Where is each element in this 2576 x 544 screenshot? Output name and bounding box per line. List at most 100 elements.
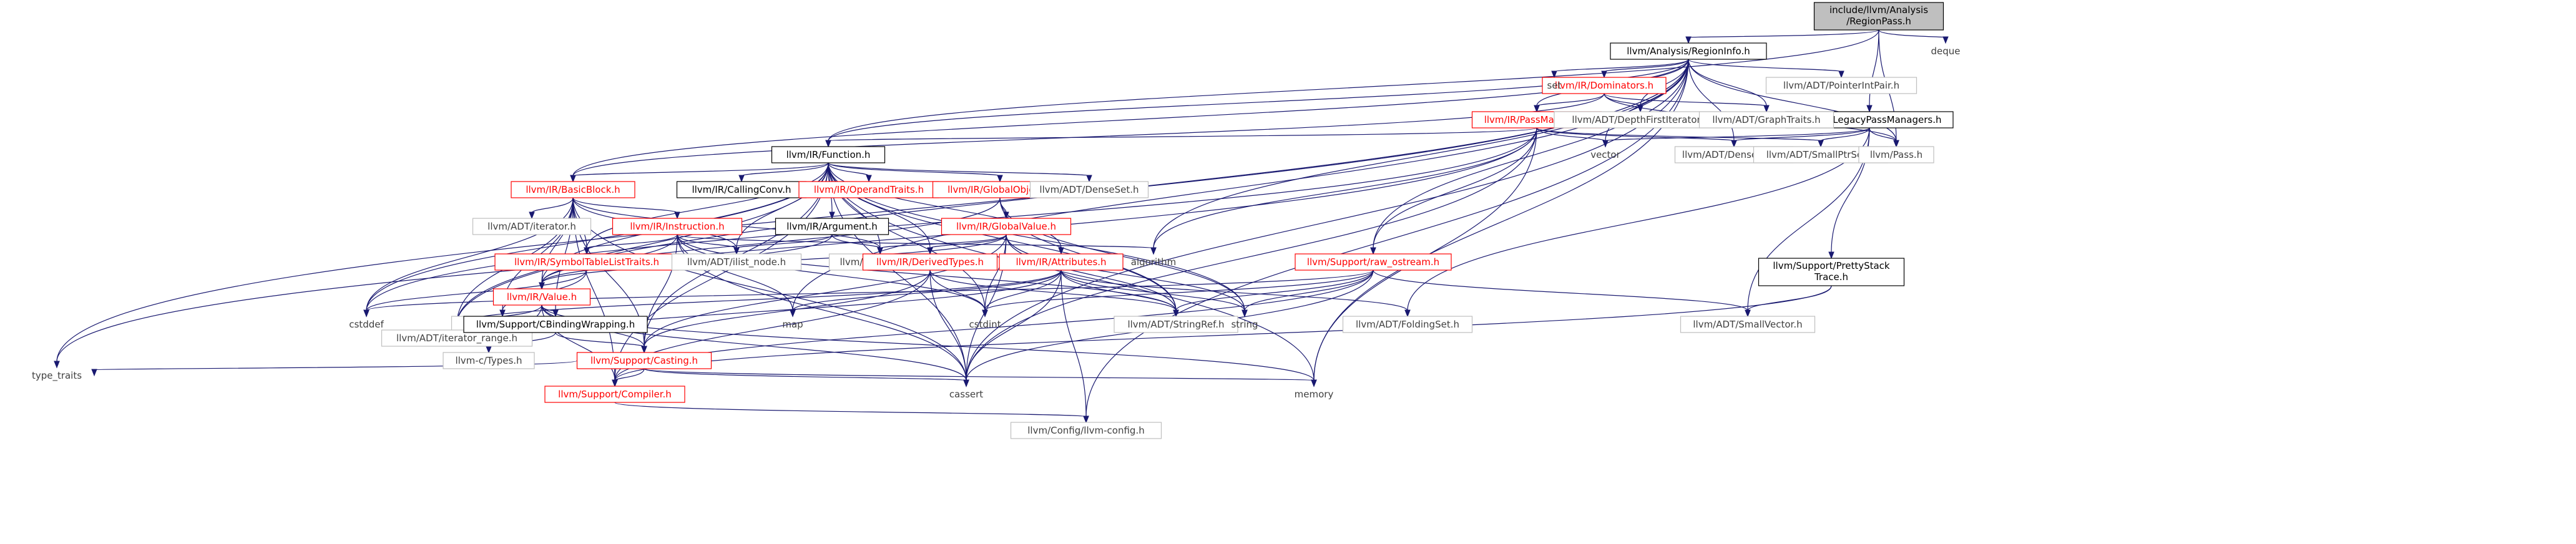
edge-function-to-callingconv	[738, 162, 829, 183]
node-casting[interactable]: llvm/Support/Casting.h	[576, 352, 712, 369]
edge-root-to-regioninfo	[1685, 29, 1879, 44]
node-label: llvm/ADT/SmallVector.h	[1693, 319, 1802, 330]
node-label: llvm/Analysis/RegionInfo.h	[1627, 46, 1750, 57]
edge-regioninfo-to-cassert	[963, 59, 1689, 387]
node-rawostream[interactable]: llvm/Support/raw_ostream.h	[1295, 253, 1452, 271]
node-label: llvm/ADT/SmallPtrSet.h	[1766, 149, 1876, 160]
node-box	[798, 181, 939, 198]
edge-casting-to-compiler	[612, 368, 645, 387]
node-ctypes: llvm-c/Types.h	[443, 352, 535, 369]
node-deque: deque	[1931, 46, 1960, 57]
node-label: llvm/IR/DerivedTypes.h	[876, 256, 984, 268]
node-label: map	[782, 319, 803, 330]
node-box	[443, 352, 535, 369]
node-globalvalue[interactable]: llvm/IR/GlobalValue.h	[941, 218, 1072, 235]
node-llvmconfig: llvm/Config/llvm-config.h	[1010, 422, 1162, 439]
node-foldingset: llvm/ADT/FoldingSet.h	[1342, 316, 1473, 333]
node-box	[1610, 42, 1767, 60]
node-label: llvm/Support/CBindingWrapping.h	[476, 319, 635, 330]
edge-legacypm-to-densemap	[1731, 127, 1870, 148]
node-box	[999, 253, 1124, 271]
node-label: set	[1547, 80, 1562, 91]
node-label: llvm/IR/GlobalValue.h	[956, 221, 1056, 232]
edge-rawostream-to-cstdint	[982, 270, 1374, 318]
edge-prettystack-to-compiler	[612, 285, 1832, 387]
node-memory: memory	[1295, 389, 1334, 400]
node-label: llvm/ADT/GraphTraits.h	[1712, 114, 1820, 125]
edge-basicblock-to-instruction	[572, 197, 680, 220]
node-pointerintpair: llvm/ADT/PointerIntPair.h	[1765, 77, 1917, 94]
node-smallvector: llvm/ADT/SmallVector.h	[1680, 316, 1816, 333]
node-box	[472, 218, 592, 235]
node-operandtraits[interactable]: llvm/IR/OperandTraits.h	[798, 181, 939, 198]
edge-compiler-to-llvmconfig	[614, 402, 1089, 424]
node-box	[1029, 181, 1149, 198]
node-callingconv[interactable]: llvm/IR/CallingConv.h	[676, 181, 807, 198]
edge-regioninfo-to-set	[1551, 59, 1689, 79]
edge-casting-to-cassert	[644, 368, 969, 387]
node-argument[interactable]: llvm/IR/Argument.h	[775, 218, 889, 235]
node-box	[1554, 111, 1727, 129]
node-box	[941, 218, 1072, 235]
node-label: llvm/ADT/iterator.h	[487, 221, 576, 232]
edge-basicblock-to-adtiterator	[529, 197, 574, 220]
node-attributes[interactable]: llvm/IR/Attributes.h	[999, 253, 1124, 271]
node-box	[1858, 146, 1934, 163]
node-box	[511, 181, 635, 198]
node-value[interactable]: llvm/IR/Value.h	[492, 288, 591, 306]
node-label: type_traits	[32, 370, 82, 382]
node-label: llvm/Config/llvm-config.h	[1027, 425, 1144, 436]
node-label: llvm/ADT/DepthFirstIterator.h	[1572, 114, 1708, 125]
edge-casting-to-memory	[644, 368, 1317, 387]
edge-root-to-deque	[1878, 29, 1949, 44]
node-box	[771, 146, 886, 163]
node-set: set	[1547, 80, 1562, 91]
edge-rawostream-to-string	[1241, 270, 1374, 318]
node-box	[1698, 111, 1834, 129]
edge-instruction-to-symboltable	[584, 234, 678, 255]
edge-attributes-to-map	[790, 270, 1062, 318]
edge-argument-to-twine	[831, 234, 883, 255]
node-box	[1813, 2, 1944, 31]
edge-argument-to-ilistnode	[733, 234, 833, 255]
node-symboltable[interactable]: llvm/IR/SymbolTableListTraits.h	[494, 253, 679, 271]
node-dfiterator: llvm/ADT/DepthFirstIterator.h	[1554, 111, 1727, 129]
node-ilistnode: llvm/ADT/ilist_node.h	[671, 253, 802, 271]
node-label: llvm/ADT/FoldingSet.h	[1356, 319, 1459, 330]
node-box	[1295, 253, 1452, 271]
node-compiler[interactable]: llvm/Support/Compiler.h	[544, 386, 685, 403]
node-label: include/llvm/Analysis	[1829, 4, 1928, 16]
node-regioninfo[interactable]: llvm/Analysis/RegionInfo.h	[1610, 42, 1767, 60]
node-label: llvm/IR/Dominators.h	[1555, 80, 1653, 91]
node-label: llvm/IR/GlobalObject.h	[948, 184, 1052, 195]
node-vector: vector	[1590, 149, 1620, 160]
node-label: memory	[1295, 389, 1334, 400]
node-box	[576, 352, 712, 369]
edge-function-to-denseset	[828, 162, 1092, 183]
node-dominators[interactable]: llvm/IR/Dominators.h	[1542, 77, 1667, 94]
node-pass: llvm/Pass.h	[1858, 146, 1934, 163]
node-cbinding[interactable]: llvm/Support/CBindingWrapping.h	[463, 316, 648, 333]
node-instruction[interactable]: llvm/IR/Instruction.h	[612, 218, 743, 235]
node-derivedtypes[interactable]: llvm/IR/DerivedTypes.h	[862, 253, 998, 271]
node-label: llvm/Support/Compiler.h	[558, 389, 672, 400]
node-function[interactable]: llvm/IR/Function.h	[771, 146, 886, 163]
node-map: map	[782, 319, 803, 330]
edge-instruction-to-algorithm	[677, 234, 1157, 255]
edge-passmanager-to-rawostream	[1370, 127, 1537, 255]
node-box	[862, 253, 998, 271]
node-basicblock[interactable]: llvm/IR/BasicBlock.h	[511, 181, 635, 198]
dependency-nodes: include/llvm/Analysis/RegionPass.h llvm/A…	[32, 2, 1961, 439]
node-label: /RegionPass.h	[1846, 16, 1911, 27]
edge-rawostream-to-stringref	[1173, 270, 1374, 318]
node-label: llvm/ADT/ilist_node.h	[687, 256, 786, 268]
edge-regioninfo-to-pointerintpair	[1688, 59, 1844, 79]
node-algorithm: algorithm	[1131, 256, 1176, 268]
node-string: string	[1231, 319, 1258, 330]
node-box	[1342, 316, 1473, 333]
node-graphtraits: llvm/ADT/GraphTraits.h	[1698, 111, 1834, 129]
node-label: string	[1231, 319, 1258, 330]
edge-root-to-legacypm	[1866, 29, 1879, 113]
node-label: llvm/IR/BasicBlock.h	[526, 184, 620, 195]
